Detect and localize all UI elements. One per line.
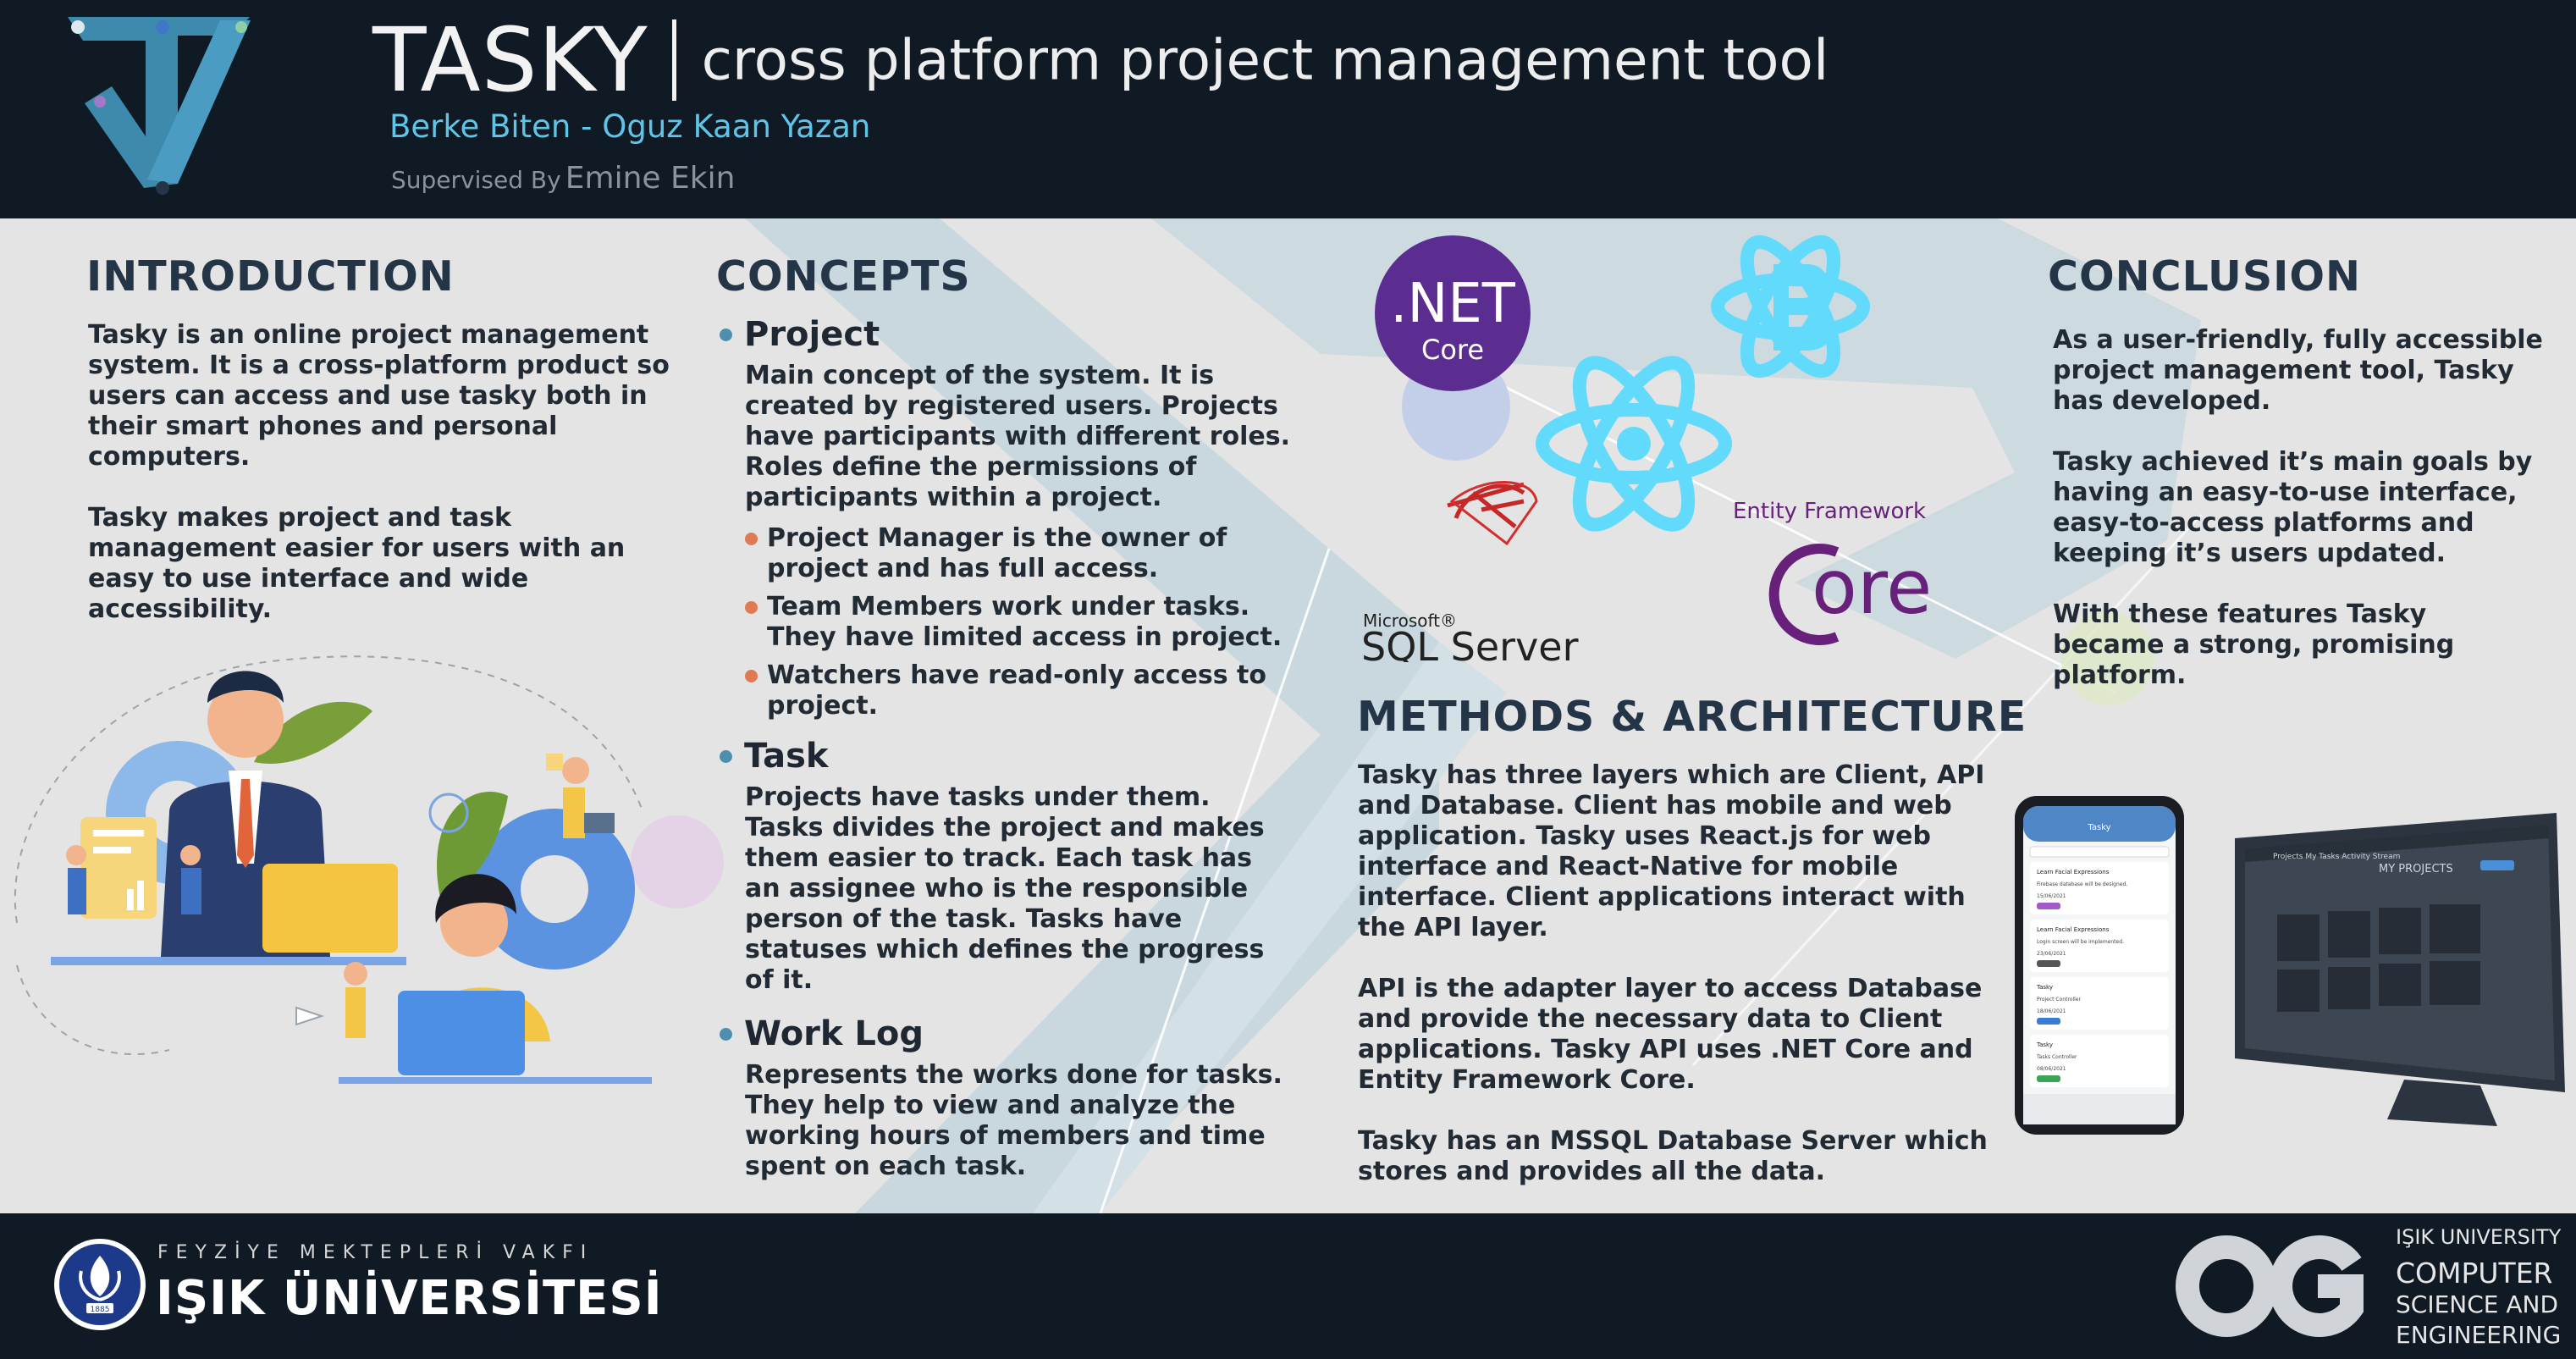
svg-text:Tasky: Tasky: [2036, 984, 2053, 991]
supervisor: Supervised By Emine Ekin: [391, 161, 735, 196]
introduction-text: Tasky is an online project management sy…: [88, 320, 681, 655]
concepts-column: Project Main concept of the system. It i…: [720, 315, 1295, 1192]
methods-text: Tasky has three layers which are Client,…: [1358, 760, 2001, 1218]
university-seal-icon: 1885: [54, 1239, 146, 1330]
svg-text:Firebase database will be desi: Firebase database will be designed.: [2037, 881, 2127, 887]
list-item: Project Manager is the owner of project …: [745, 523, 1295, 584]
conclusion-paragraph: As a user-friendly, fully accessible pro…: [2053, 325, 2543, 416]
svg-text:Learn Facial Expressions: Learn Facial Expressions: [2037, 869, 2110, 876]
svg-text:Learn Facial Expressions: Learn Facial Expressions: [2037, 926, 2110, 933]
university-name: IŞIK ÜNİVERSİTESİ: [156, 1271, 663, 1326]
monitor-nav-text: Projects My Tasks Activity Stream: [2273, 853, 2400, 861]
sql-server-logo-icon: Microsoft® SQL Server: [1361, 481, 1579, 662]
methods-heading: METHODS & ARCHITECTURE: [1357, 693, 2027, 741]
phone-task-card: Learn Facial Expressions Firebase databa…: [2030, 862, 2169, 914]
react-bootstrap-logo-icon: [1711, 235, 1870, 378]
concept-worklog-description: Represents the works done for tasks. The…: [745, 1060, 1282, 1181]
department-line: SCIENCE AND: [2396, 1290, 2559, 1318]
svg-text:Tasks Controller: Tasks Controller: [2036, 1054, 2077, 1060]
list-item: Team Members work under tasks. They have…: [745, 592, 1295, 653]
methods-paragraph: API is the adapter layer to access Datab…: [1358, 974, 1983, 1095]
introduction-paragraph: Tasky is an online project management sy…: [88, 320, 670, 472]
monitor-mockup: Projects My Tasks Activity Stream MY PRO…: [2235, 813, 2565, 1126]
svg-text:Project Controller: Project Controller: [2037, 997, 2081, 1003]
bullet-icon: [745, 601, 758, 614]
conclusion-paragraph: Tasky achieved it’s main goals by having…: [2053, 447, 2533, 568]
authors: Berke Biten - Oguz Kaan Yazan: [389, 108, 871, 145]
bullet-icon: [745, 670, 758, 682]
introduction-heading: INTRODUCTION: [86, 252, 455, 301]
dotnet-logo-subtext: Core: [1421, 334, 1484, 366]
introduction-paragraph: Tasky makes project and task management …: [88, 503, 626, 624]
supervisor-label: Supervised By: [391, 166, 561, 194]
concepts-heading: CONCEPTS: [716, 252, 971, 301]
concept-project-title: Project: [720, 315, 1295, 354]
conclusion-paragraph: With these features Tasky became a stron…: [2053, 599, 2455, 690]
header-banner: TASKY cross platform project management t…: [0, 0, 2576, 218]
technology-logos: .NET Core Microsoft® SQL Server Entity F…: [1361, 235, 1932, 662]
svg-text:Tasky: Tasky: [2036, 1041, 2053, 1048]
conclusion-heading: CONCLUSION: [2048, 252, 2362, 301]
seal-year: 1885: [91, 1306, 110, 1314]
phone-task-card: Tasky Tasks Controller 08/06/2021: [2030, 1035, 2169, 1087]
title-divider: [671, 19, 676, 101]
team-illustration: [14, 655, 652, 1084]
svg-text:23/06/2021: 23/06/2021: [2037, 951, 2066, 957]
conclusion-text: As a user-friendly, fully accessible pro…: [2053, 325, 2544, 721]
dotnet-core-logo-icon: .NET Core: [1375, 235, 1531, 391]
dotnet-logo-text: .NET: [1390, 273, 1516, 335]
department-name: IŞIK UNIVERSITY COMPUTER SCIENCE AND ENG…: [2396, 1225, 2561, 1351]
entity-framework-core-text: ore: [1812, 544, 1932, 631]
phone-task-card: Learn Facial Expressions Login screen wi…: [2030, 920, 2169, 972]
concept-worklog-title: Work Log: [720, 1014, 1295, 1053]
entity-framework-core-logo-icon: Entity Framework ore: [1733, 499, 1932, 645]
bullet-icon: [720, 749, 732, 763]
bullet-icon: [720, 1027, 732, 1041]
svg-text:18/06/2021: 18/06/2021: [2037, 1008, 2066, 1014]
phone-task-card: Tasky Project Controller 18/06/2021: [2030, 977, 2169, 1030]
phone-title: Tasky: [2087, 823, 2110, 832]
footer-banner: 1885 FEYZİYE MEKTEPLERİ VAKFI IŞIK ÜNİVE…: [0, 1213, 2576, 1359]
react-logo-icon: [1536, 356, 1732, 532]
bullet-icon: [720, 328, 732, 341]
svg-text:08/06/2021: 08/06/2021: [2037, 1066, 2066, 1072]
entity-framework-label: Entity Framework: [1733, 499, 1926, 524]
department-logo-icon: [2176, 1235, 2364, 1337]
concept-task-description: Projects have tasks under them. Tasks di…: [745, 782, 1265, 995]
department-line: ENGINEERING: [2396, 1321, 2562, 1349]
app-mockups: Projects My Tasks Activity Stream MY PRO…: [2015, 796, 2565, 1135]
department-line: COMPUTER: [2396, 1257, 2553, 1290]
phone-mockup: Tasky Learn Facial Expressions Firebase …: [2015, 796, 2184, 1135]
tasky-logo-icon: [68, 17, 251, 195]
monitor-heading: MY PROJECTS: [2379, 863, 2453, 876]
supervisor-name: Emine Ekin: [565, 161, 736, 196]
poster-title-row: TASKY cross platform project management t…: [372, 8, 1829, 112]
bullet-icon: [745, 533, 758, 545]
project-roles-list: Project Manager is the owner of project …: [745, 523, 1295, 721]
svg-text:15/06/2021: 15/06/2021: [2037, 893, 2066, 899]
list-item: Watchers have read-only access to projec…: [745, 660, 1295, 721]
methods-paragraph: Tasky has three layers which are Client,…: [1358, 760, 1985, 942]
poster-title: TASKY: [372, 8, 648, 112]
svg-text:Login screen will be implement: Login screen will be implemented.: [2037, 939, 2124, 945]
department-university: IŞIK UNIVERSITY: [2396, 1225, 2562, 1249]
methods-paragraph: Tasky has an MSSQL Database Server which…: [1358, 1126, 1988, 1186]
concept-task-title: Task: [720, 737, 1295, 776]
foundation-name: FEYZİYE MEKTEPLERİ VAKFI: [157, 1242, 594, 1263]
concept-project-description: Main concept of the system. It is create…: [745, 361, 1290, 512]
sql-server-text: SQL Server: [1361, 624, 1579, 662]
poster-subtitle: cross platform project management tool: [701, 27, 1829, 93]
sql-server-small-text: Microsoft®: [1363, 610, 1457, 631]
